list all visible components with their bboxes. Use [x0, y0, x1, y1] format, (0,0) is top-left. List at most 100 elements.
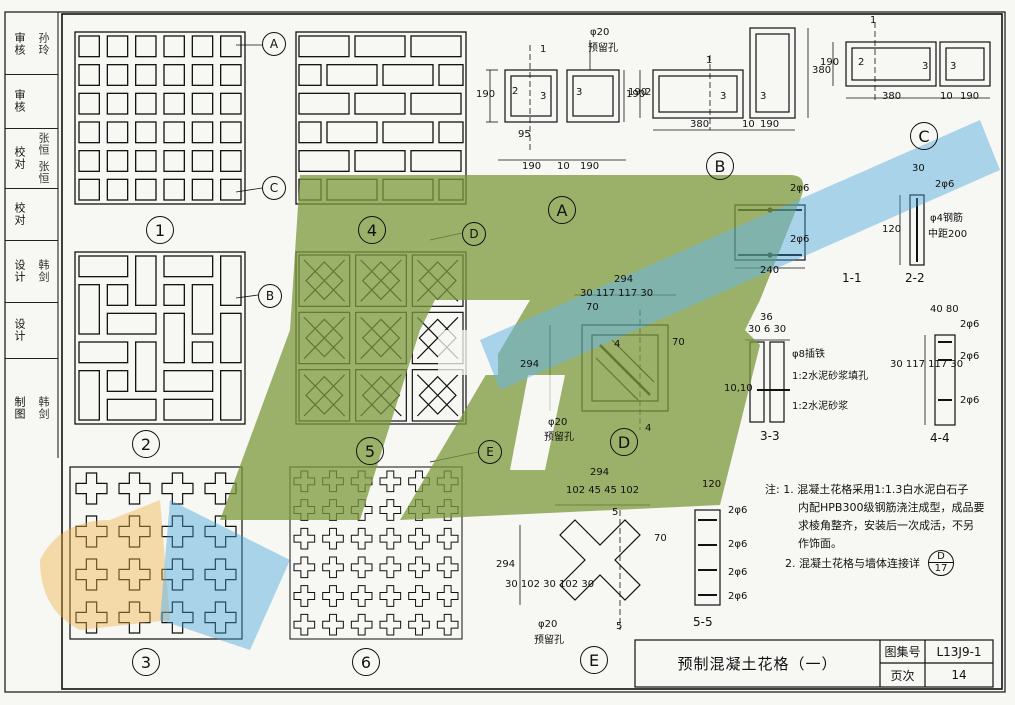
brick-opening	[438, 121, 464, 144]
side-row-design: 设计	[5, 302, 58, 359]
interlock-opening	[163, 284, 185, 306]
cross-opening	[204, 515, 237, 548]
drawing-title: 预制混凝土花格（一）	[677, 655, 838, 673]
brick-opening	[298, 35, 350, 58]
title-block	[634, 639, 994, 688]
section-label-4-4: 4-4	[930, 431, 950, 445]
cross-opening	[379, 613, 402, 636]
pattern-number-3: 3	[132, 648, 160, 676]
page-number: 14	[951, 668, 967, 682]
cross-opening	[322, 613, 344, 636]
label-reserved-hole-e: 预留孔	[534, 635, 564, 646]
brick-opening	[298, 92, 350, 115]
dim-190-c2: 190	[960, 91, 980, 102]
brick-opening	[410, 92, 462, 115]
dim-190-a-left: 190	[476, 89, 496, 100]
rebar-5-5-b: 2φ6	[728, 539, 748, 550]
side-row-design-signed: 设计 韩剑	[5, 240, 58, 303]
grid-opening	[78, 64, 100, 86]
grid-opening	[191, 150, 214, 172]
label-3-b2: 3	[760, 91, 767, 102]
cross-opening	[293, 585, 316, 607]
side-signature: 韩剑	[37, 396, 50, 420]
callout-ref-a: A	[262, 32, 286, 56]
cross-opening	[408, 527, 430, 550]
side-role-label: 设计	[13, 318, 26, 342]
cross-opening	[161, 472, 194, 505]
cross-opening	[293, 556, 316, 579]
label-3-a2: 3	[576, 87, 583, 98]
cross-opening	[75, 472, 108, 505]
dim-380-c: 380	[882, 91, 902, 102]
detail-title-e: E	[580, 646, 608, 674]
brick-opening	[410, 150, 462, 172]
dim-380-b: 380	[690, 119, 710, 130]
cross-opening	[350, 613, 373, 636]
section-2-2-drawing	[899, 194, 925, 266]
dim-120-5-5: 120	[702, 479, 722, 490]
atlas-number: L13J9-1	[936, 644, 982, 659]
cross-opening	[161, 601, 194, 634]
callout-ref-d: D	[462, 222, 486, 246]
dim-190-a-br: 190	[580, 161, 600, 172]
grid-opening	[106, 178, 129, 201]
label-mortar-fill: 1:2水泥砂浆填孔	[792, 371, 869, 382]
grid-opening	[191, 92, 214, 115]
dim-phi20-d: φ20	[548, 417, 568, 428]
label-4-d: 4	[614, 339, 621, 350]
rebar-4-4-b: 2φ6	[960, 351, 980, 362]
inner-frame	[61, 13, 1003, 690]
pattern-number-5: 5	[356, 437, 384, 465]
cross-opening	[161, 558, 194, 591]
section-label-3-3: 3-3	[760, 429, 780, 443]
dim-36-3-3: 36	[760, 312, 773, 323]
cross-opening	[75, 558, 108, 591]
interlock-opening	[106, 284, 129, 306]
brick-opening	[326, 64, 378, 86]
detail-title-d: D	[610, 428, 638, 456]
cross-opening	[293, 527, 316, 550]
cross-opening	[379, 470, 402, 493]
grid-opening	[220, 64, 242, 86]
label-reserved-hole-d: 预留孔	[544, 432, 574, 443]
dim-240: 240	[760, 265, 780, 276]
brick-opening	[298, 150, 350, 172]
note-1-line-1: 注: 1. 混凝土花格采用1:1.3白水泥白石子	[765, 483, 969, 496]
cross-opening	[350, 556, 373, 579]
label-2-c: 2	[858, 57, 865, 68]
pattern-number-4: 4	[358, 216, 386, 244]
callout-ref-e: E	[478, 440, 502, 464]
brick-opening	[354, 35, 406, 58]
brick-opening	[326, 121, 378, 144]
grid-opening	[191, 121, 214, 144]
cross-opening	[118, 472, 151, 505]
interlock-opening	[191, 284, 214, 335]
interlock-opening	[191, 341, 214, 364]
label-spacing-200: 中距200	[928, 229, 968, 240]
side-signature: 韩剑	[37, 259, 50, 283]
side-row-review-signed: 审核 孙玲	[5, 14, 58, 75]
label-2-b: 2	[645, 87, 652, 98]
interlock-opening	[220, 370, 242, 421]
interlock-opening	[220, 312, 242, 364]
rebar-5-5-d: 2φ6	[728, 591, 748, 602]
grid-opening	[78, 121, 100, 144]
cross-opening	[161, 515, 194, 548]
side-role-label: 校对	[13, 146, 26, 170]
dim-30-2-2: 30	[912, 163, 925, 174]
label-2-a: 2	[512, 86, 519, 97]
cross-opening	[436, 527, 459, 550]
label-3-c: 3	[922, 61, 929, 72]
cross-opening	[350, 527, 373, 550]
interlock-opening	[78, 370, 100, 421]
dim-380-b-v: 380	[812, 65, 832, 76]
brick-opening	[382, 64, 434, 86]
detail-e-drawing	[519, 504, 650, 630]
grid-opening	[163, 92, 185, 115]
grid-opening	[106, 150, 129, 172]
cross-opening	[293, 613, 316, 636]
grid-opening	[135, 121, 157, 144]
dim-95-a: 95	[518, 129, 531, 140]
label-5-e2: 5	[616, 621, 623, 632]
side-row-review: 审核	[5, 74, 58, 129]
